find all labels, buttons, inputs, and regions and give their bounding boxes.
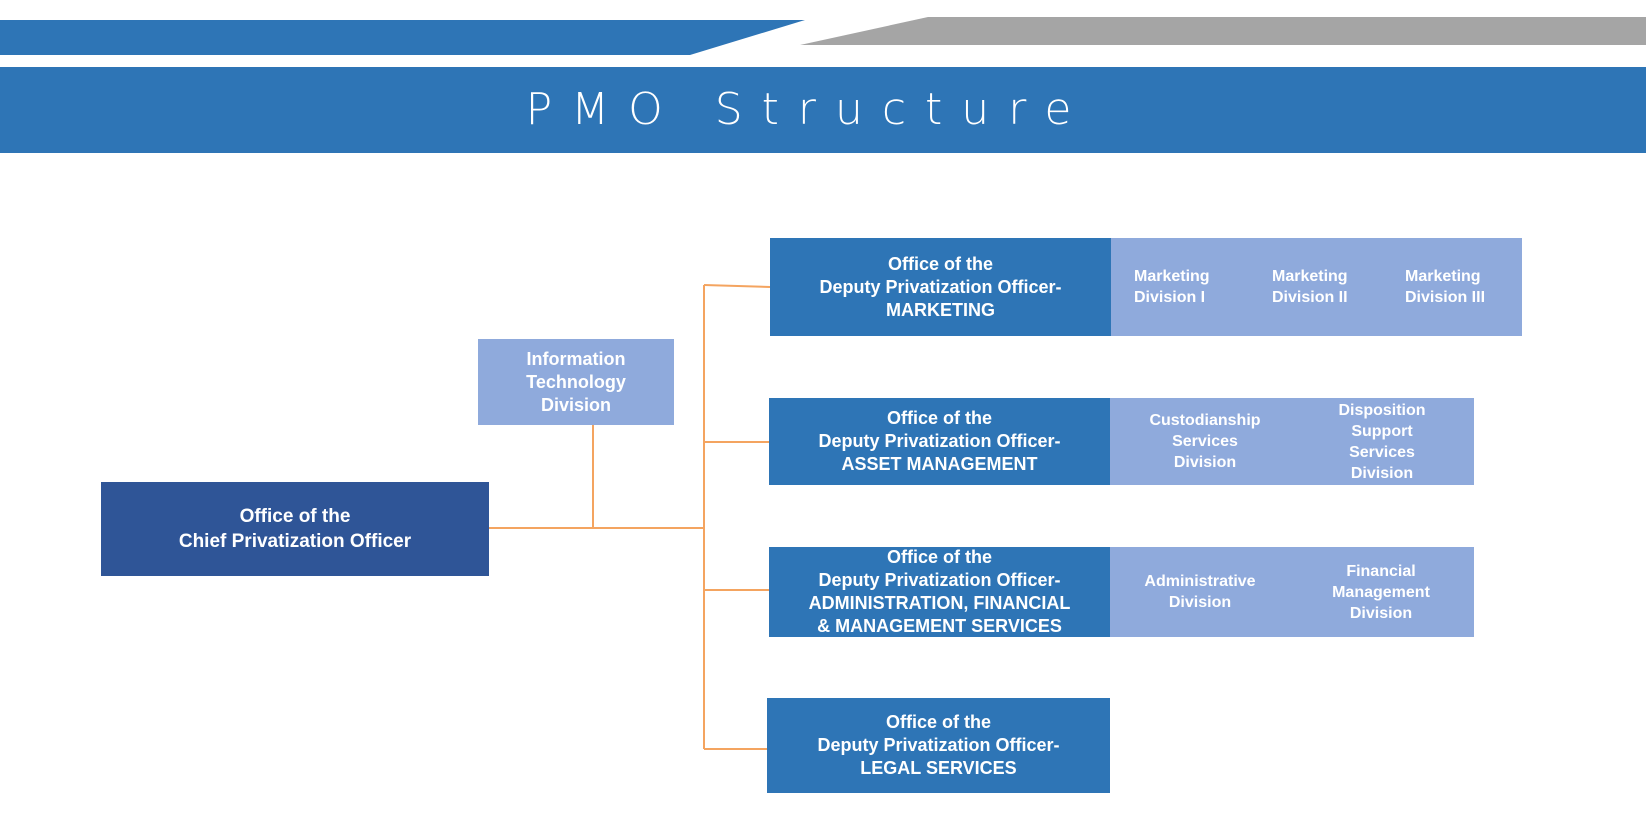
page-title: PMO Structure <box>525 84 1091 135</box>
marketing-division-3: Marketing Division III <box>1405 238 1520 336</box>
division-line: Marketing <box>1134 268 1210 285</box>
office-line: MARKETING <box>885 299 995 320</box>
connector-marketing <box>703 284 771 288</box>
it-division-box: Information Technology Division <box>478 339 674 425</box>
office-asset-management-box: Office of the Deputy Privatization Offic… <box>769 398 1110 485</box>
title-band: PMO Structure <box>0 67 1646 153</box>
gray-accent-bar <box>800 17 1646 45</box>
header-decoration <box>0 17 1646 55</box>
division-line: Marketing <box>1405 268 1481 285</box>
office-line: Deputy Privatization Officer- <box>818 570 1061 590</box>
division-line: Division <box>1168 594 1232 611</box>
office-line: Office of the <box>886 547 992 567</box>
office-line: Deputy Privatization Officer- <box>817 735 1060 755</box>
financial-management-division: Financial Management Division <box>1310 547 1452 637</box>
division-line: Administrative <box>1144 573 1256 590</box>
division-line: Management <box>1332 583 1430 601</box>
division-line: Division I <box>1134 289 1206 306</box>
office-line: Office of the <box>886 408 992 428</box>
disposition-support-services-division: Disposition Support Services Division <box>1312 398 1452 485</box>
division-line: Services <box>1172 433 1238 450</box>
office-line: Deputy Privatization Officer- <box>818 431 1061 451</box>
office-legal-services-box: Office of the Deputy Privatization Offic… <box>767 698 1110 793</box>
division-line: Division <box>1173 454 1237 471</box>
office-line: & MANAGEMENT SERVICES <box>817 616 1062 636</box>
division-line: Disposition <box>1338 401 1426 419</box>
chief-office-line: Office of the <box>239 506 351 527</box>
division-line: Division <box>1349 604 1413 622</box>
division-line: Custodianship <box>1149 412 1261 429</box>
blue-accent-bar <box>0 20 805 55</box>
it-division-line: Information <box>526 348 626 369</box>
chief-office-line: Chief Privatization Officer <box>178 531 412 552</box>
division-line: Division II <box>1272 289 1348 306</box>
division-line: Support <box>1351 422 1413 440</box>
office-line: LEGAL SERVICES <box>860 758 1017 778</box>
office-marketing-box: Office of the Deputy Privatization Offic… <box>770 238 1111 336</box>
office-line: ADMINISTRATION, FINANCIAL <box>808 593 1071 613</box>
chief-office-box: Office of the Chief Privatization Office… <box>101 482 489 576</box>
division-line: Services <box>1349 443 1415 461</box>
marketing-division-1: Marketing Division I <box>1134 238 1254 336</box>
office-line: Office of the <box>885 712 991 732</box>
admin-financial-division-strip <box>1109 547 1474 637</box>
it-division-line: Division <box>540 394 611 415</box>
marketing-division-2: Marketing Division II <box>1272 238 1392 336</box>
it-division-line: Technology <box>526 371 626 392</box>
division-line: Financial <box>1346 562 1416 580</box>
office-line: Office of the <box>887 253 993 274</box>
office-line: Deputy Privatization Officer- <box>819 276 1062 297</box>
office-line: ASSET MANAGEMENT <box>841 454 1038 474</box>
marketing-division-strip <box>1110 238 1522 336</box>
division-line: Division <box>1350 464 1414 482</box>
custodianship-services-division: Custodianship Services Division <box>1130 398 1280 485</box>
administrative-division: Administrative Division <box>1124 547 1276 637</box>
office-admin-financial-box: Office of the Deputy Privatization Offic… <box>769 547 1110 637</box>
asset-management-division-strip <box>1109 398 1474 485</box>
division-line: Division III <box>1405 289 1486 306</box>
division-line: Marketing <box>1272 268 1348 285</box>
